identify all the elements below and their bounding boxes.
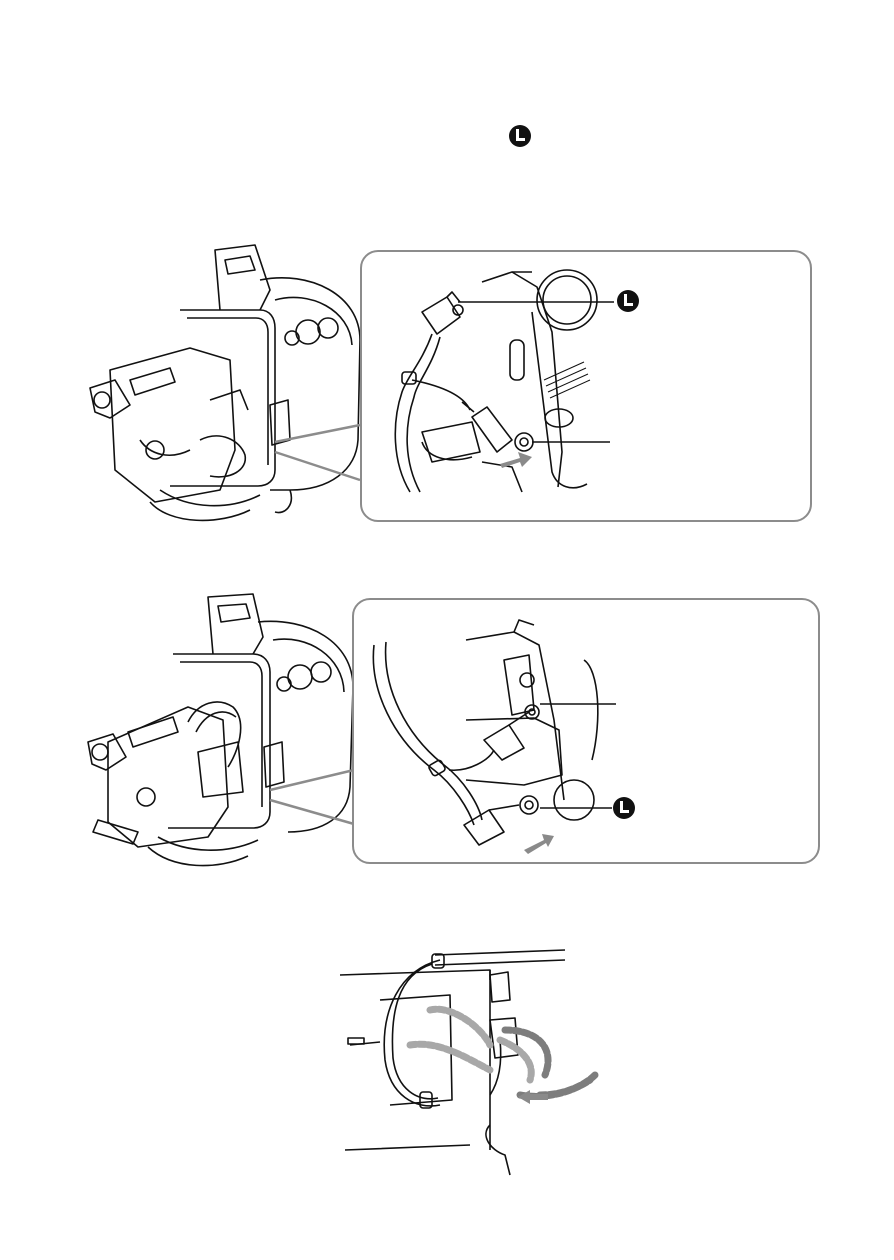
lanc-icon [508,124,532,148]
jack-connection-detail [362,252,814,524]
insert-arrow-icon [500,452,532,468]
jack-connection-detail [354,600,822,866]
lanc-icon [616,289,640,313]
detail-callout [360,250,812,522]
camcorder-housing-illustration [70,240,370,530]
lanc-icon [612,796,636,820]
detail-callout [352,598,820,864]
cable-routing-illustration [340,950,610,1180]
insert-arrow-icon [524,834,554,854]
camcorder-housing-illustration [78,592,368,882]
